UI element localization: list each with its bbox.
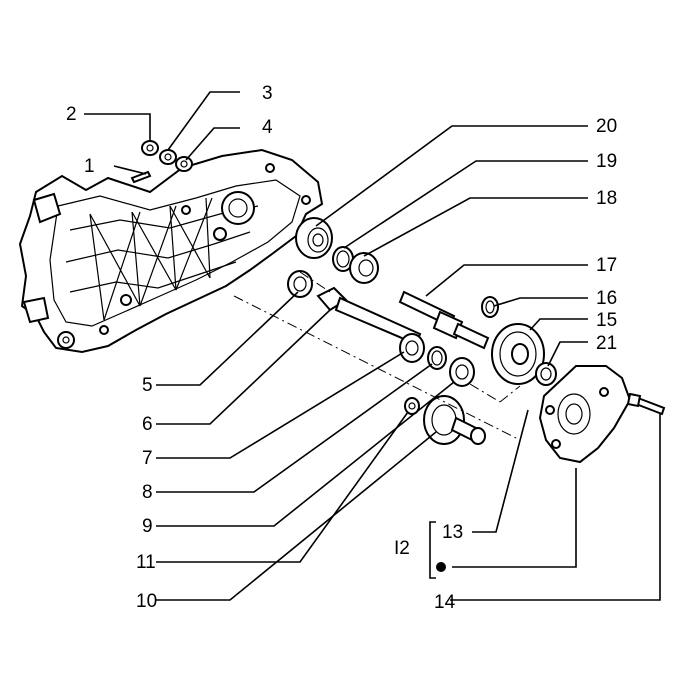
label-12: I2 xyxy=(394,538,410,559)
part-17-output-shaft xyxy=(398,290,490,350)
label-18: 18 xyxy=(596,188,617,209)
seal-dot-marker xyxy=(436,562,446,572)
label-16: 16 xyxy=(596,288,617,309)
part-20-bearing xyxy=(295,217,333,259)
part-3-washer xyxy=(159,149,177,165)
label-17: 17 xyxy=(596,255,617,276)
part-21-bushing xyxy=(535,362,557,386)
part-number-labels: 1 2 3 4 5 6 7 8 9 10 11 I2 13 14 15 16 1… xyxy=(66,83,617,613)
part-7-bearing xyxy=(399,333,425,363)
part-4-washer xyxy=(175,156,193,172)
assembly-axis-lines xyxy=(233,271,521,441)
label-21: 21 xyxy=(596,333,617,354)
label-3: 3 xyxy=(262,83,273,104)
part-9-bearing xyxy=(449,357,475,387)
part-18-bearing xyxy=(349,252,379,284)
part-15-final-gear xyxy=(491,323,545,385)
label-11: 11 xyxy=(136,552,156,573)
label-19: 19 xyxy=(596,151,617,172)
label-14: 14 xyxy=(434,592,456,613)
part-11-washer xyxy=(404,397,420,415)
crankcase-housing xyxy=(18,148,324,354)
label-8: 8 xyxy=(142,482,153,503)
label-20: 20 xyxy=(596,116,617,137)
label-4: 4 xyxy=(262,117,273,138)
label-5: 5 xyxy=(142,375,153,396)
label-9: 9 xyxy=(142,516,153,537)
part-5-bearing xyxy=(287,270,313,298)
label-6: 6 xyxy=(142,414,153,435)
label-1: 1 xyxy=(84,156,95,177)
label-7: 7 xyxy=(142,448,153,469)
leader-lines xyxy=(84,91,661,601)
label-15: 15 xyxy=(596,310,617,331)
part-14-bolt xyxy=(626,392,666,416)
part-8-circlip xyxy=(427,346,447,370)
part-12-transmission-cover xyxy=(538,365,632,464)
part-11-washer-second xyxy=(470,427,486,445)
part-2-nut xyxy=(141,140,159,156)
label-2: 2 xyxy=(66,104,77,125)
label-13: 13 xyxy=(442,522,463,543)
part-16-circlip xyxy=(481,296,499,318)
part-10-intermediate-gear xyxy=(423,395,478,445)
label-10: 10 xyxy=(136,591,157,612)
